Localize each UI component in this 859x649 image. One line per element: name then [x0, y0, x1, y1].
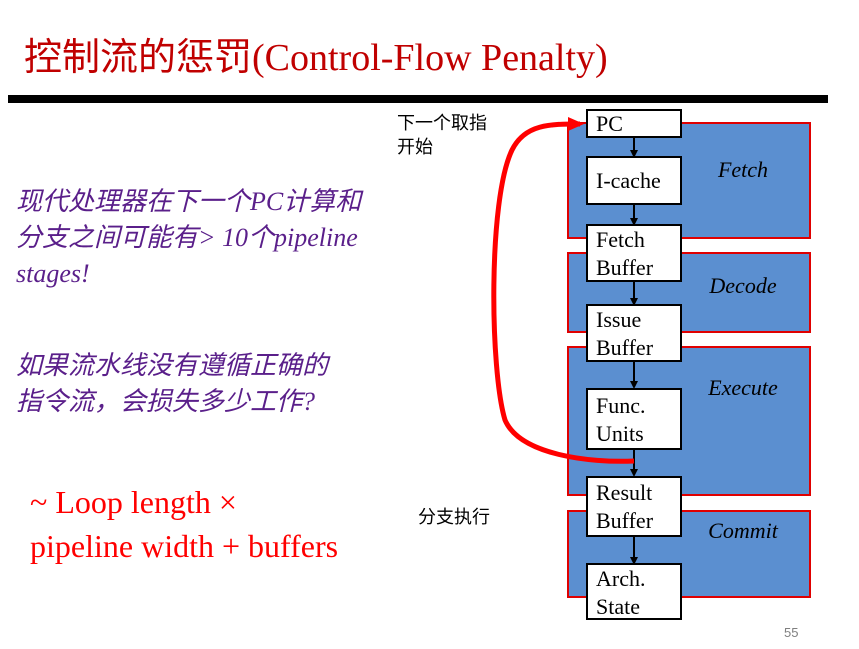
- branch-redirect-loop-arrow: [491, 117, 635, 464]
- func-units-line-1: Func.: [596, 393, 646, 418]
- next-fetch-label: 下一个取指 开始: [397, 112, 487, 160]
- func-units-line-2: Units: [596, 421, 644, 446]
- stage-commit-label: Commit: [708, 518, 778, 543]
- issue-buffer-box: Issue Buffer: [586, 304, 682, 362]
- latency-question: 现代处理器在下一个PC计算和分支之间可能有> 10个pipeline stage…: [16, 187, 362, 288]
- icache-box: I-cache: [586, 156, 682, 205]
- result-buffer-box: Result Buffer: [586, 476, 682, 537]
- stage-fetch-label: Fetch: [717, 157, 769, 182]
- formula-line-1: ~ Loop length ×: [30, 484, 237, 520]
- fetch-buffer-line-2: Buffer: [596, 255, 654, 280]
- formula-line-2: pipeline width + buffers: [30, 528, 339, 564]
- result-buffer-line-2: Buffer: [596, 508, 654, 533]
- title-divider: [8, 95, 828, 103]
- result-buffer-line-1: Result: [596, 480, 653, 505]
- stage-execute-label: Execute: [708, 375, 778, 400]
- penalty-formula: ~ Loop length × pipeline width + buffers: [30, 480, 450, 568]
- slide-title: 控制流的惩罚(Control-Flow Penalty): [24, 37, 608, 79]
- fetch-buffer-line-1: Fetch: [596, 227, 645, 252]
- page-number: 55: [784, 625, 799, 640]
- wasted-work-question: 如果流水线没有遵循正确的指令流，会损失多少工作?: [16, 351, 329, 416]
- arch-state-line-1: Arch.: [596, 566, 646, 591]
- stage-decode-label: Decode: [709, 273, 777, 298]
- fetch-buffer-box: Fetch Buffer: [586, 224, 682, 282]
- icache-label: I-cache: [596, 168, 661, 193]
- branch-exec-label: 分支执行: [418, 507, 490, 528]
- arch-state-box: Arch. State: [586, 563, 682, 620]
- func-units-box: Func. Units: [586, 388, 682, 450]
- next-fetch-line-2: 开始: [397, 137, 433, 158]
- next-fetch-line-1: 下一个取指: [397, 113, 487, 134]
- pc-label: PC: [596, 111, 623, 136]
- issue-buffer-line-1: Issue: [596, 307, 642, 332]
- issue-buffer-line-2: Buffer: [596, 335, 654, 360]
- pc-box: PC: [586, 109, 682, 138]
- arch-state-line-2: State: [596, 594, 640, 619]
